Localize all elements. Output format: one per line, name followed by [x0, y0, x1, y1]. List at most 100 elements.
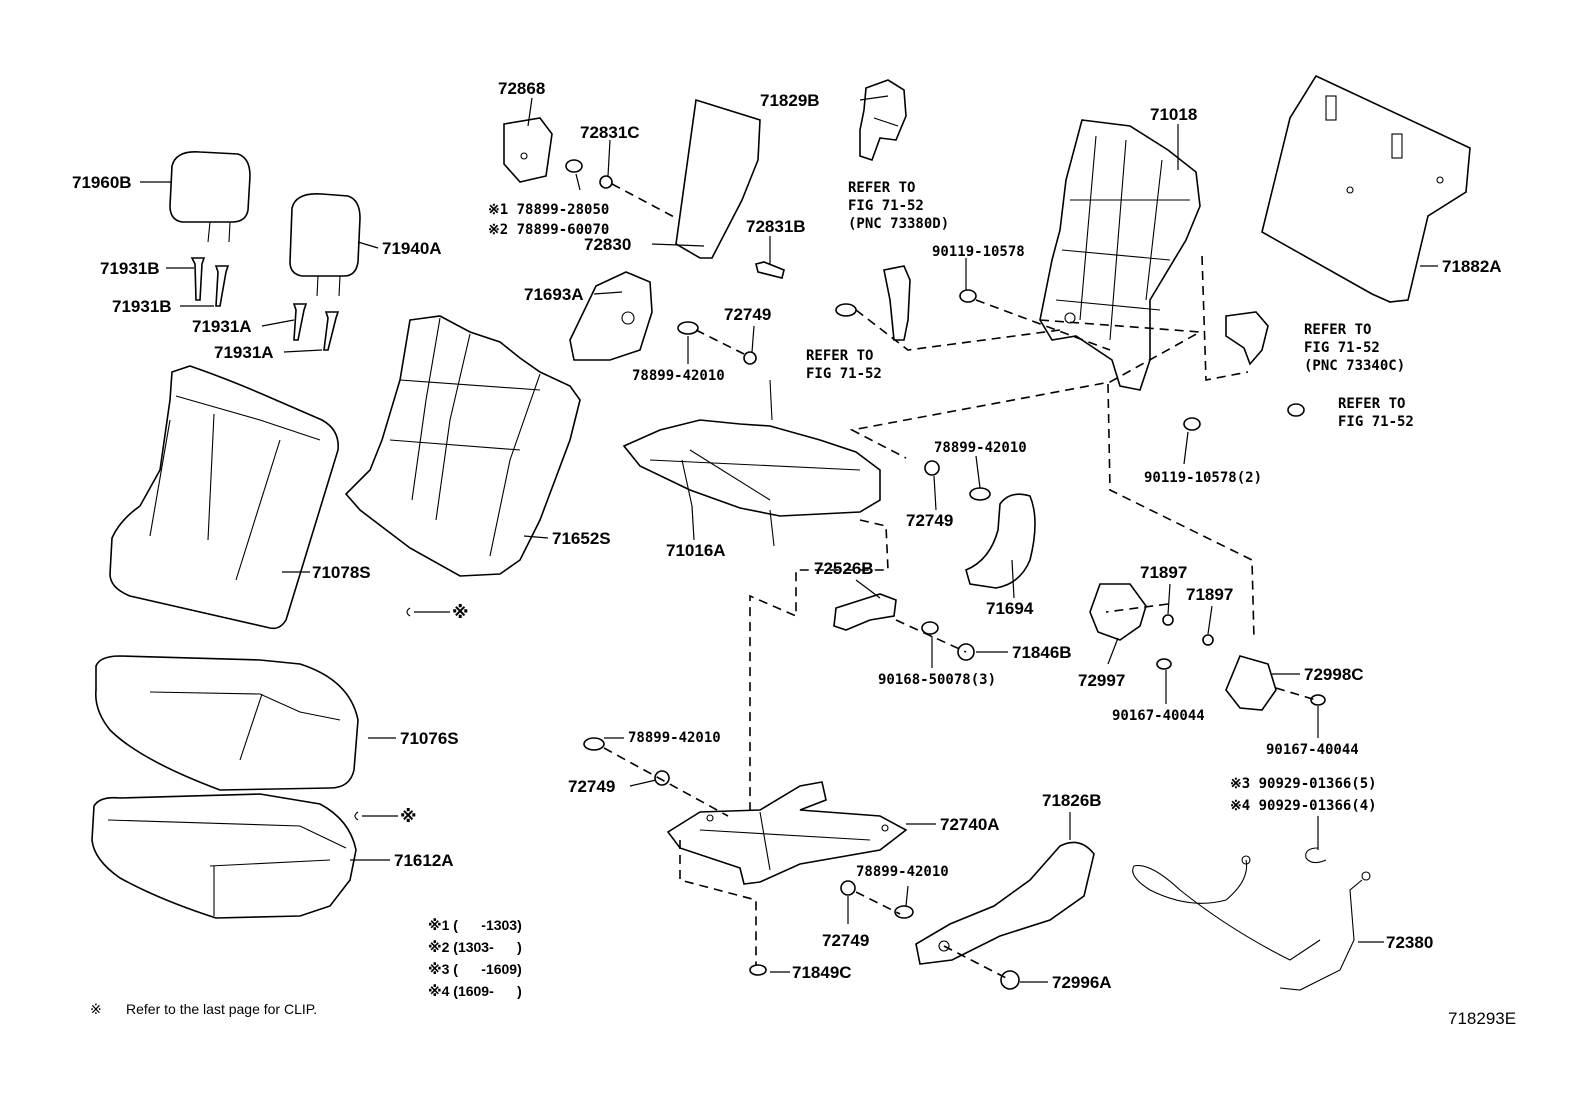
headrest-71940a — [289, 192, 361, 297]
label-90929-01366-4: ※4 90929-01366(4) — [1230, 798, 1377, 814]
seatback-pad-71652s — [344, 315, 581, 577]
label-72831b: 72831B — [746, 217, 806, 236]
label-78899-42010-4: 78899-42010 — [856, 864, 949, 880]
dashed-connectors — [603, 183, 1317, 981]
refer-to-fig-71-52-a[interactable]: REFER TO FIG 71-52 — [806, 348, 882, 382]
label-71846b: 71846B — [1012, 643, 1072, 662]
svg-text:REFER TO: REFER TO — [848, 180, 915, 196]
svg-text:FIG 71-52: FIG 71-52 — [848, 198, 924, 214]
label-71897-2: 71897 — [1186, 585, 1233, 604]
label-90119-10578-2: 90119-10578(2) — [1144, 470, 1262, 486]
label-71829b: 71829B — [760, 91, 820, 110]
label-90167-40044-2: 90167-40044 — [1266, 742, 1359, 758]
belt-anchor-73340c — [1225, 311, 1269, 366]
label-72749-1: 72749 — [724, 305, 771, 324]
seatback-frame-71018 — [1039, 119, 1201, 391]
seatback-cover-71078s — [109, 365, 339, 630]
label-71018: 71018 — [1150, 105, 1197, 124]
label-71931b-1: 71931B — [100, 259, 160, 278]
label-71897-1: 71897 — [1140, 563, 1187, 582]
release-cable-72380 — [1132, 855, 1371, 991]
recliner-cover-72997 — [1089, 583, 1147, 641]
back-board-72830 — [675, 98, 761, 259]
headrest-71960b — [169, 150, 251, 243]
clip-mark-1: ※ — [452, 603, 469, 622]
hinge-cover-71829b — [859, 79, 907, 162]
label-72380: 72380 — [1386, 933, 1433, 952]
label-90119-10578: 90119-10578 — [932, 244, 1025, 260]
label-71882a: 71882A — [1442, 257, 1502, 276]
label-71960b: 71960B — [72, 173, 132, 192]
clip-note-mark: ※ — [90, 1001, 102, 1017]
label-71940a: 71940A — [382, 239, 442, 258]
seat-cushion-pad-71612a — [91, 793, 357, 919]
label-72996a: 72996A — [1052, 973, 1112, 992]
label-72998c: 72998C — [1304, 665, 1364, 684]
svg-text:REFER TO: REFER TO — [1338, 396, 1405, 412]
lever-72526b — [833, 593, 897, 631]
label-72749-2: 72749 — [906, 511, 953, 530]
footnote-2: ※2 (1303- ) — [428, 939, 522, 955]
pin-72831b — [755, 261, 785, 279]
label-90167-40044-1: 90167-40044 — [1112, 708, 1205, 724]
svg-text:FIG 71-52: FIG 71-52 — [806, 366, 882, 382]
figure-code: 718293E — [1448, 1009, 1516, 1028]
label-71016a: 71016A — [666, 541, 726, 560]
label-71694: 71694 — [986, 599, 1034, 618]
svg-text:REFER TO: REFER TO — [806, 348, 873, 364]
seat-adjuster-72740a — [666, 781, 908, 885]
refer-to-73380d[interactable]: REFER TO FIG 71-52 (PNC 73380D) — [848, 180, 949, 232]
svg-text:(PNC 73340C): (PNC 73340C) — [1304, 358, 1405, 374]
hinge-cover-71694 — [965, 493, 1036, 589]
bracket-71693a — [569, 271, 653, 361]
svg-text:(PNC 73380D): (PNC 73380D) — [848, 216, 949, 232]
label-72997: 72997 — [1078, 671, 1125, 690]
label-71931b-2: 71931B — [112, 297, 172, 316]
label-72749-3: 72749 — [568, 777, 615, 796]
headrest-guides — [190, 257, 340, 351]
svg-text:REFER TO: REFER TO — [1304, 322, 1371, 338]
label-71693a: 71693A — [524, 285, 584, 304]
label-78899-28050: ※1 78899-28050 — [488, 202, 609, 218]
recliner-cover-72998c — [1225, 655, 1277, 711]
label-78899-42010-3: 78899-42010 — [628, 730, 721, 746]
label-72830: 72830 — [584, 235, 631, 254]
footnote-3: ※3 ( -1609) — [428, 961, 522, 977]
label-72831c: 72831C — [580, 123, 640, 142]
part-labels: 72868 72831C 71829B 71018 71960B ※1 7889… — [72, 79, 1502, 992]
label-71652s: 71652S — [552, 529, 611, 548]
label-72868: 72868 — [498, 79, 545, 98]
clip-mark-2: ※ — [400, 807, 417, 826]
refer-to-fig-71-52-b[interactable]: REFER TO FIG 71-52 — [1338, 396, 1414, 430]
label-71076s: 71076S — [400, 729, 459, 748]
footnote-4: ※4 (1609- ) — [428, 983, 522, 999]
footnotes: ※1 ( -1303) ※2 (1303- ) ※3 ( -1609) ※4 (… — [90, 917, 522, 1017]
label-71849c: 71849C — [792, 963, 852, 982]
label-72740a: 72740A — [940, 815, 1000, 834]
label-78899-42010-2: 78899-42010 — [934, 440, 1027, 456]
label-71826b: 71826B — [1042, 791, 1102, 810]
label-90929-01366-5: ※3 90929-01366(5) — [1230, 776, 1377, 792]
label-72749-4: 72749 — [822, 931, 869, 950]
bolts-and-nuts — [354, 159, 1327, 990]
label-71078s: 71078S — [312, 563, 371, 582]
label-71612a: 71612A — [394, 851, 454, 870]
refer-to-73340c[interactable]: REFER TO FIG 71-52 (PNC 73340C) — [1304, 322, 1405, 374]
hinge-cover-72868 — [503, 117, 553, 183]
leader-lines — [140, 95, 1438, 983]
cushion-frame-71016a — [622, 379, 881, 547]
label-90168-50078: 90168-50078(3) — [878, 672, 996, 688]
belt-buckle-73380d — [883, 265, 911, 341]
label-71931a-1: 71931A — [192, 317, 252, 336]
seat-cushion-cover-71076s — [94, 655, 359, 791]
label-71931a-2: 71931A — [214, 343, 274, 362]
footnote-1: ※1 ( -1303) — [428, 917, 522, 933]
svg-text:FIG 71-52: FIG 71-52 — [1338, 414, 1414, 430]
label-78899-60070: ※2 78899-60070 — [488, 222, 609, 238]
label-72526b: 72526B — [814, 559, 874, 578]
back-panel-71882a — [1261, 74, 1471, 303]
side-cover-71826b — [915, 841, 1095, 965]
svg-text:FIG 71-52: FIG 71-52 — [1304, 340, 1380, 356]
clip-note-text: Refer to the last page for CLIP. — [126, 1001, 317, 1017]
